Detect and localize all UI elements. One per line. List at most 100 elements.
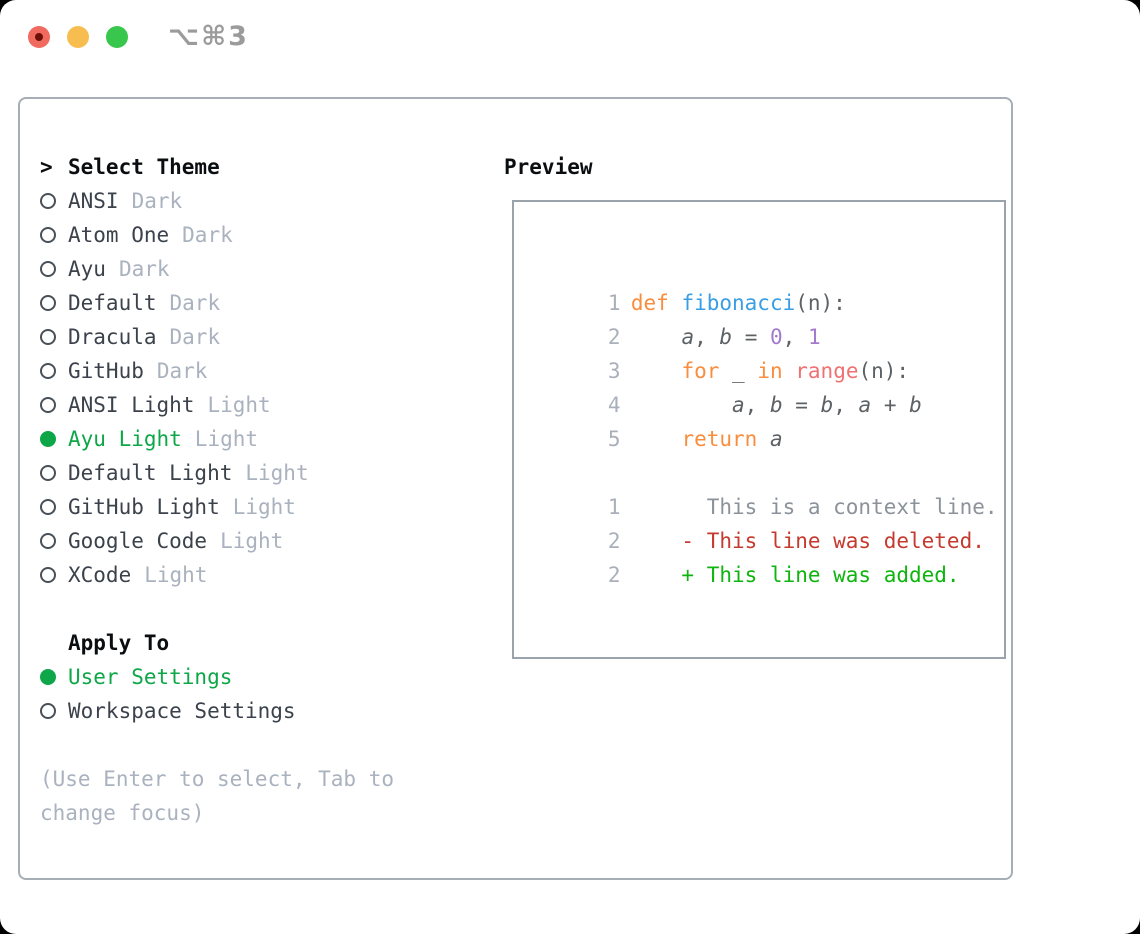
theme-variant: Dark [169,291,221,315]
apply-to-title: Apply To [68,631,170,655]
theme-variant: Dark [169,325,221,349]
theme-option[interactable]: Default Light Light [40,456,460,490]
code-token: = [732,325,770,349]
spacer [40,592,460,626]
theme-list: > Select Theme ANSI Dark Atom One Dark A… [40,150,460,830]
window-title: ⌥⌘3 [168,21,249,52]
prompt-icon: > [40,155,53,179]
code-token [631,427,682,451]
code-line: 2 a, b = 0, 1 [532,286,1004,349]
code-line: 4 a, b = b, a + b [532,354,1004,417]
theme-name: Ayu [68,257,106,281]
apply-to-option-workspace-settings[interactable]: Workspace Settings [40,694,460,728]
radio-icon [40,567,56,583]
theme-option[interactable]: ANSI Light Light [40,388,460,422]
theme-option[interactable]: Ayu Dark [40,252,460,286]
theme-variant: Light [207,393,271,417]
code-token: (n): [795,291,846,315]
code-token: _ [719,359,758,383]
window-titlebar: ⌥⌘3 [0,0,1140,74]
preview-title: Preview [504,155,593,179]
code-token [783,359,796,383]
theme-name: GitHub [68,359,144,383]
code-token [631,359,682,383]
theme-name: ANSI [68,189,119,213]
theme-name: XCode [68,563,132,587]
radio-selected-icon [40,431,56,447]
line-number: 2 [607,325,621,349]
code-token: , [694,325,720,349]
theme-option[interactable]: XCode Light [40,558,460,592]
code-token: , [833,393,859,417]
code-token [631,393,732,417]
theme-variant: Dark [118,257,170,281]
theme-name: GitHub Light [68,495,220,519]
theme-option[interactable]: Google Code Light [40,524,460,558]
radio-icon [40,533,56,549]
line-number: 1 [607,495,621,519]
code-token: , [744,393,770,417]
radio-icon [40,363,56,379]
zoom-button-icon[interactable] [106,26,128,48]
radio-icon [40,295,56,311]
theme-variant: Light [194,427,259,451]
code-line: 5 return a [532,388,1004,451]
code-token: b [719,325,733,349]
help-text: (Use Enter to select, Tab to change focu… [40,767,395,825]
code-token: return [681,427,758,451]
radio-icon [40,465,56,481]
radio-icon [40,261,56,277]
close-button-icon[interactable] [28,26,50,48]
line-number: 5 [607,427,621,451]
apply-to-option-user-settings[interactable]: User Settings [40,660,460,694]
code-line: 3 for _ in range(n): [532,320,1004,383]
theme-name: Default [68,291,157,315]
code-token: range [795,359,859,383]
code-token: 0 [769,325,783,349]
theme-option[interactable]: GitHub Dark [40,354,460,388]
code-token: a [681,325,695,349]
diff-deleted-line: 2 - This line was deleted. [532,490,1004,553]
code-token: a [858,393,872,417]
apply-to-header-row: Apply To [40,626,460,660]
line-number: 2 [607,563,621,587]
line-number: 4 [607,393,621,417]
theme-name: Dracula [68,325,157,349]
code-token: b [769,393,783,417]
theme-option[interactable]: ANSI Dark [40,184,460,218]
diff-added-line: 2 + This line was added. [532,524,1004,587]
theme-option[interactable]: GitHub Light Light [40,490,460,524]
diff-context-line: 1 This is a context line. [532,456,1004,519]
theme-variant: Dark [131,189,183,213]
theme-name: ANSI Light [68,393,195,417]
code-token: fibonacci [681,291,796,315]
close-dot-icon [35,33,43,41]
radio-icon [40,703,56,719]
theme-list-header-row: > Select Theme [40,150,460,184]
code-token [757,427,770,451]
theme-list-title: Select Theme [68,155,220,179]
theme-name: Google Code [68,529,208,553]
theme-option-selected[interactable]: Ayu Light Light [40,422,460,456]
theme-option[interactable]: Dracula Dark [40,320,460,354]
theme-option[interactable]: Atom One Dark [40,218,460,252]
theme-variant: Light [220,529,284,553]
diff-text: - This line was deleted. [630,529,985,553]
theme-option[interactable]: Default Dark [40,286,460,320]
line-number: 2 [607,529,621,553]
theme-variant: Dark [182,223,233,247]
radio-icon [40,227,56,243]
code-token: b [909,393,922,417]
theme-variant: Light [144,563,208,587]
theme-name: Default Light [68,461,233,485]
diff-text: This is a context line. [630,495,998,519]
minimize-button-icon[interactable] [67,26,89,48]
radio-selected-icon [40,669,56,685]
theme-picker-panel: > Select Theme ANSI Dark Atom One Dark A… [18,97,1013,880]
code-token: a [732,393,745,417]
code-token: a [769,427,783,451]
radio-icon [40,499,56,515]
theme-name: Ayu Light [68,427,182,451]
